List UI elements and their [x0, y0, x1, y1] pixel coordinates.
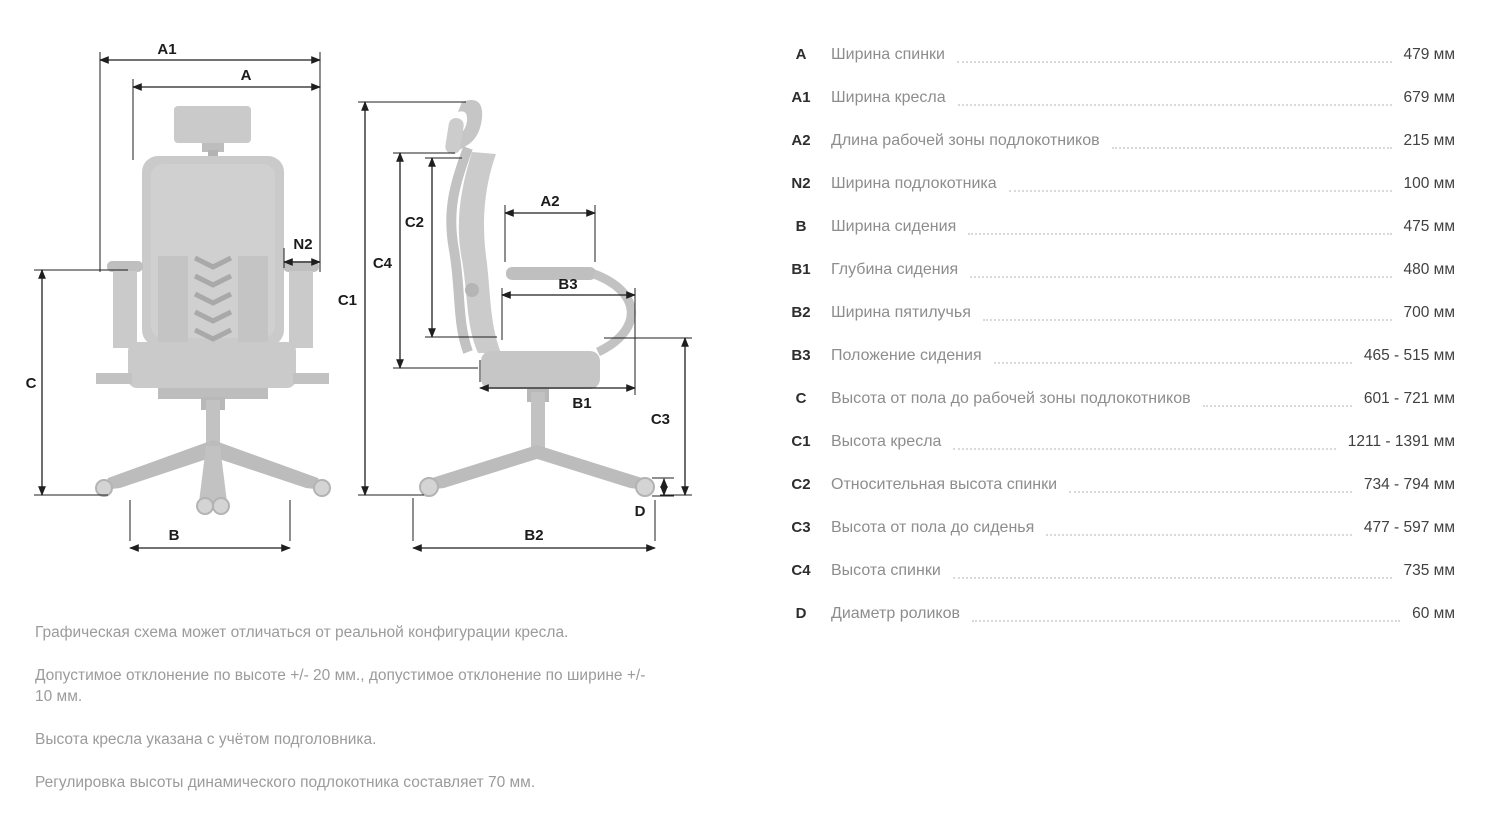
- spec-value: 215 мм: [1403, 131, 1455, 149]
- spec-code: C2: [791, 476, 811, 493]
- spec-row: B1 Глубина сидения 480 мм: [783, 248, 1455, 291]
- spec-value: 480 мм: [1403, 260, 1455, 278]
- chair-side-view: [419, 100, 655, 497]
- leader-dots: [952, 576, 1392, 579]
- spec-code: D: [795, 605, 807, 622]
- leader-dots: [957, 60, 1392, 63]
- spec-code: B2: [791, 304, 811, 321]
- leader-dots: [1111, 146, 1392, 149]
- spec-row: D Диаметр роликов 60 мм: [783, 592, 1455, 635]
- spec-value: 1211 - 1391 мм: [1347, 432, 1455, 450]
- leader-dots: [968, 232, 1392, 235]
- dim-label-n2: N2: [293, 236, 312, 253]
- spec-row: C Высота от пола до рабочей зоны подлоко…: [783, 377, 1455, 420]
- spec-label: Положение сидения: [831, 346, 982, 364]
- note-text: Допустимое отклонение по высоте +/- 20 м…: [35, 666, 646, 706]
- spec-row: B3 Положение сидения 465 - 515 мм: [783, 334, 1455, 377]
- note-text: Высота кресла указана с учётом подголовн…: [35, 731, 377, 749]
- spec-value: 465 - 515 мм: [1363, 346, 1455, 364]
- dim-label-a: A: [241, 67, 252, 84]
- leader-dots: [993, 361, 1352, 364]
- spec-row: C3 Высота от пола до сиденья 477 - 597 м…: [783, 506, 1455, 549]
- leader-dots: [953, 447, 1336, 450]
- spec-label: Ширина сидения: [831, 217, 957, 235]
- spec-label: Относительная высота спинки: [831, 475, 1058, 493]
- leader-dots: [982, 318, 1392, 321]
- spec-value: 734 - 794 мм: [1363, 475, 1455, 493]
- dim-label-c1: C1: [338, 292, 357, 309]
- dim-label-b1: B1: [572, 395, 591, 412]
- spec-value: 479 мм: [1403, 45, 1455, 63]
- chair-dimension-diagram: A1 A N2 C B C1: [0, 0, 745, 585]
- leader-dots: [970, 275, 1392, 278]
- dim-label-c2: C2: [405, 214, 424, 231]
- dim-label-d: D: [635, 503, 646, 520]
- spec-row: N2 Ширина подлокотника 100 мм: [783, 162, 1455, 205]
- note-text: Регулировка высоты динамического подлоко…: [35, 773, 536, 791]
- spec-code: B: [795, 218, 807, 235]
- dimension-lines-front: A1 A N2 C B: [26, 41, 321, 552]
- spec-label: Высота от пола до рабочей зоны подлокотн…: [831, 389, 1191, 407]
- diagram-notes: Графическая схема может отличаться от ре…: [35, 622, 660, 814]
- spec-value: 100 мм: [1403, 174, 1455, 192]
- leader-dots: [957, 103, 1392, 106]
- spec-code: N2: [791, 175, 811, 192]
- dim-label-b: B: [169, 527, 180, 544]
- spec-value: 735 мм: [1403, 561, 1455, 579]
- spec-value: 477 - 597 мм: [1363, 518, 1455, 536]
- spec-table: A Ширина спинки 479 мм A1 Ширина кресла …: [783, 33, 1455, 635]
- dim-label-c3: C3: [651, 411, 670, 428]
- spec-code: A2: [791, 132, 811, 149]
- spec-label: Ширина подлокотника: [831, 174, 997, 192]
- spec-value: 601 - 721 мм: [1363, 389, 1455, 407]
- spec-row: C1 Высота кресла 1211 - 1391 мм: [783, 420, 1455, 463]
- dim-label-a2: A2: [540, 193, 559, 210]
- spec-row: A1 Ширина кресла 679 мм: [783, 76, 1455, 119]
- spec-label: Высота спинки: [831, 561, 941, 579]
- spec-code: C: [795, 390, 807, 407]
- spec-label: Ширина кресла: [831, 88, 946, 106]
- spec-code: B1: [791, 261, 811, 278]
- dim-label-c4: C4: [373, 255, 393, 272]
- spec-value: 679 мм: [1403, 88, 1455, 106]
- dim-label-a1: A1: [157, 41, 176, 58]
- dimension-lines-side: C1 C4 C2 A2 B3 B1: [338, 101, 692, 552]
- spec-row: C2 Относительная высота спинки 734 - 794…: [783, 463, 1455, 506]
- dim-label-c: C: [26, 375, 37, 392]
- spec-code: C3: [791, 519, 811, 536]
- spec-row: A2 Длина рабочей зоны подлокотников 215 …: [783, 119, 1455, 162]
- spec-value: 60 мм: [1412, 604, 1455, 622]
- diagram-svg: A1 A N2 C B C1: [26, 41, 692, 552]
- spec-label: Высота от пола до сиденья: [831, 518, 1035, 536]
- spec-code: C1: [791, 433, 811, 450]
- spec-row: B Ширина сидения 475 мм: [783, 205, 1455, 248]
- spec-code: B3: [791, 347, 811, 364]
- spec-label: Ширина спинки: [831, 45, 945, 63]
- spec-label: Длина рабочей зоны подлокотников: [831, 131, 1100, 149]
- dim-label-b2: B2: [524, 527, 543, 544]
- dim-label-b3: B3: [558, 276, 577, 293]
- spec-code: C4: [791, 562, 811, 579]
- spec-row: B2 Ширина пятилучья 700 мм: [783, 291, 1455, 334]
- spec-value: 700 мм: [1403, 303, 1455, 321]
- spec-label: Диаметр роликов: [831, 604, 961, 622]
- spec-label: Высота кресла: [831, 432, 942, 450]
- spec-label: Ширина пятилучья: [831, 303, 971, 321]
- spec-label: Глубина сидения: [831, 260, 959, 278]
- spec-code: A: [795, 46, 807, 63]
- leader-dots: [1046, 533, 1352, 536]
- spec-row: C4 Высота спинки 735 мм: [783, 549, 1455, 592]
- note-text: Графическая схема может отличаться от ре…: [35, 624, 569, 641]
- leader-dots: [972, 619, 1401, 622]
- leader-dots: [1069, 490, 1352, 493]
- spec-row: A Ширина спинки 479 мм: [783, 33, 1455, 76]
- leader-dots: [1202, 404, 1352, 407]
- spec-code: A1: [791, 89, 811, 106]
- spec-value: 475 мм: [1403, 217, 1455, 235]
- chair-front-view: [95, 106, 331, 515]
- leader-dots: [1008, 189, 1392, 192]
